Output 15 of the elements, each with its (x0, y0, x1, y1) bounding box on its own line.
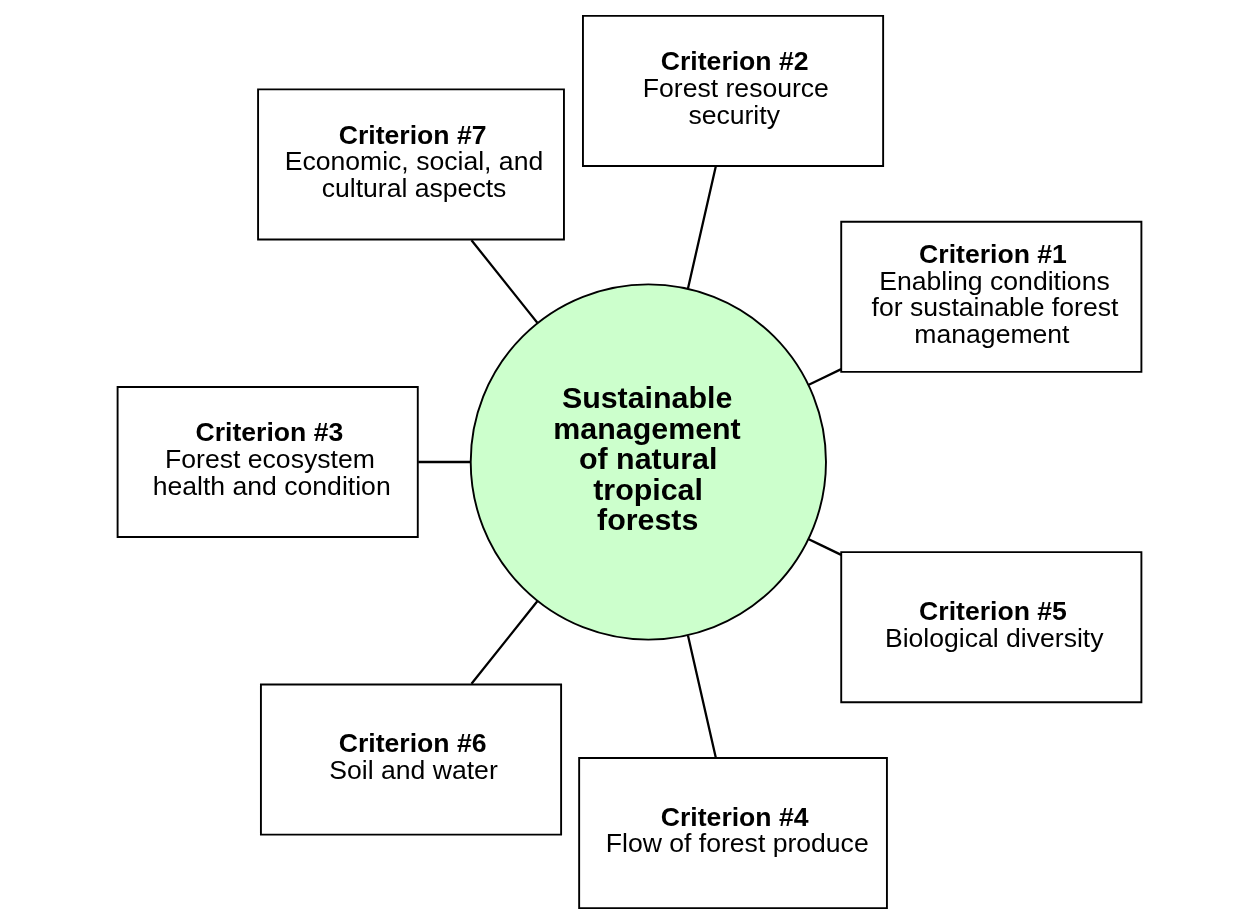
connector (470, 600, 539, 685)
connector (808, 538, 842, 556)
connector (686, 635, 717, 759)
connector (418, 460, 471, 464)
node-box: Criterion #2 Forest resource security (582, 14, 885, 167)
connector (686, 165, 717, 289)
node-box: Criterion #6 Soil and water (260, 683, 563, 836)
node-box: Criterion #1 Enabling conditions for sustainable forest management (840, 220, 1143, 373)
node-box: Criterion #4 Flow of forest produce (578, 757, 888, 910)
connector (470, 239, 539, 324)
connector (808, 368, 842, 386)
node-box: Criterion #3 Forest ecosystem health and condition (116, 386, 419, 538)
node-circle: Sustainable management of natural tropical forests (469, 283, 827, 641)
node-box: Criterion #7 Economic, social, and cultural aspects (257, 88, 565, 241)
node-box: Criterion #5 Biological diversity (840, 551, 1143, 704)
